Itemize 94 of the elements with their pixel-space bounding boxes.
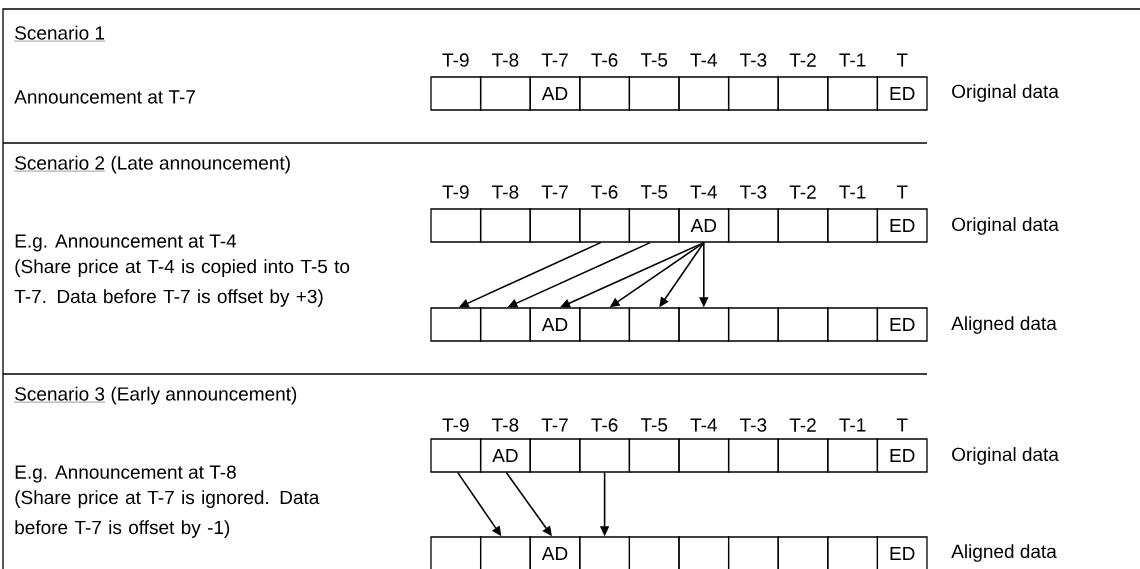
data-cell: AD <box>678 208 730 243</box>
data-cell <box>678 438 730 473</box>
row-label: Original data <box>952 447 1059 465</box>
data-cell <box>777 307 829 342</box>
data-cell <box>628 76 680 111</box>
time-label: T <box>896 185 908 199</box>
data-cell <box>678 536 730 569</box>
row-label: E.g. Announcement at T-4 <box>15 234 237 252</box>
data-cell <box>827 208 879 243</box>
time-label: T-1 <box>839 53 866 67</box>
time-label: T-2 <box>789 418 816 432</box>
time-label: T-6 <box>591 53 618 67</box>
data-cell <box>579 438 631 473</box>
data-cell <box>678 76 730 111</box>
data-cell <box>579 536 631 569</box>
time-label: T-4 <box>690 418 717 432</box>
row-label: Original data <box>952 84 1059 102</box>
data-cell: ED <box>876 208 928 243</box>
time-label: T-6 <box>591 418 618 432</box>
data-cell: ED <box>876 438 928 473</box>
scenario-heading: Scenario 1 <box>14 25 106 42</box>
data-cell <box>579 307 631 342</box>
data-cell <box>430 536 482 569</box>
time-label: T-3 <box>740 185 767 199</box>
data-cell <box>777 76 829 111</box>
time-label: T <box>896 418 908 432</box>
data-cell <box>579 208 631 243</box>
data-cell <box>479 536 531 569</box>
data-cell: ED <box>876 76 928 111</box>
time-label: T-9 <box>442 418 469 432</box>
data-cell <box>678 307 730 342</box>
data-cell <box>529 438 581 473</box>
data-cell <box>430 438 482 473</box>
data-cell <box>777 208 829 243</box>
data-cell <box>529 208 581 243</box>
scenario-heading: Scenario 3 <box>14 386 106 403</box>
time-label: T-5 <box>640 185 668 199</box>
data-cell <box>479 307 531 342</box>
row-label: Original data <box>952 217 1059 235</box>
data-cell <box>628 438 680 473</box>
data-cell <box>628 536 680 569</box>
time-label: T-1 <box>839 185 866 199</box>
row-label: Aligned data <box>951 544 1057 562</box>
time-label: T-9 <box>442 53 469 67</box>
time-label: T-7 <box>541 185 568 199</box>
time-label: T-8 <box>492 53 519 67</box>
data-cell <box>727 208 779 243</box>
time-label: T-8 <box>492 185 519 199</box>
row-label: Announcement at T-7 <box>14 90 195 104</box>
time-label: T-5 <box>640 53 668 67</box>
data-cell: ED <box>876 307 928 342</box>
data-cell: ED <box>876 536 928 569</box>
heading-note: (Late announcement) <box>111 155 290 174</box>
time-label: T-3 <box>740 53 767 67</box>
data-cell <box>628 307 680 342</box>
data-cell <box>628 208 680 243</box>
data-cell <box>777 536 829 569</box>
data-cell <box>727 438 779 473</box>
time-label: T-4 <box>690 185 717 199</box>
data-cell <box>827 438 879 473</box>
scenario-heading: Scenario 2 <box>14 155 106 172</box>
time-label: T-2 <box>789 53 816 67</box>
data-cell <box>727 536 779 569</box>
time-label: T-5 <box>640 418 668 432</box>
data-cell <box>430 307 482 342</box>
data-cell: AD <box>479 438 531 473</box>
time-label: T-7 <box>541 418 568 432</box>
data-cell <box>430 208 482 243</box>
data-cell <box>827 76 879 111</box>
data-cell: AD <box>529 307 581 342</box>
data-cell <box>777 438 829 473</box>
description-text: (Share price at T-4 is copied into T-5 to T-7. Data before T-7 is offset by +3) <box>14 259 350 307</box>
time-label: T-2 <box>789 185 816 199</box>
time-label: T-6 <box>591 185 618 199</box>
time-label: T-1 <box>839 418 866 432</box>
row-label: E.g. Announcement at T-8 <box>15 465 236 483</box>
time-label: T-7 <box>541 53 568 67</box>
data-cell: AD <box>529 76 581 111</box>
row-label: Aligned data <box>951 316 1057 334</box>
data-cell <box>479 76 531 111</box>
time-label: T <box>896 53 908 67</box>
data-cell <box>579 76 631 111</box>
description-text: (Share price at T-7 is ignored. Data before T-7 is offset by -1) <box>15 490 320 538</box>
data-cell: AD <box>529 536 581 569</box>
heading-note: (Early announcement) <box>111 386 297 405</box>
time-label: T-4 <box>690 53 717 67</box>
data-cell <box>727 76 779 111</box>
data-cell <box>430 76 482 111</box>
time-label: T-9 <box>442 185 469 199</box>
data-cell <box>727 307 779 342</box>
data-cell <box>479 208 531 243</box>
time-label: T-8 <box>492 418 519 432</box>
data-cell <box>827 307 879 342</box>
time-label: T-3 <box>740 418 767 432</box>
